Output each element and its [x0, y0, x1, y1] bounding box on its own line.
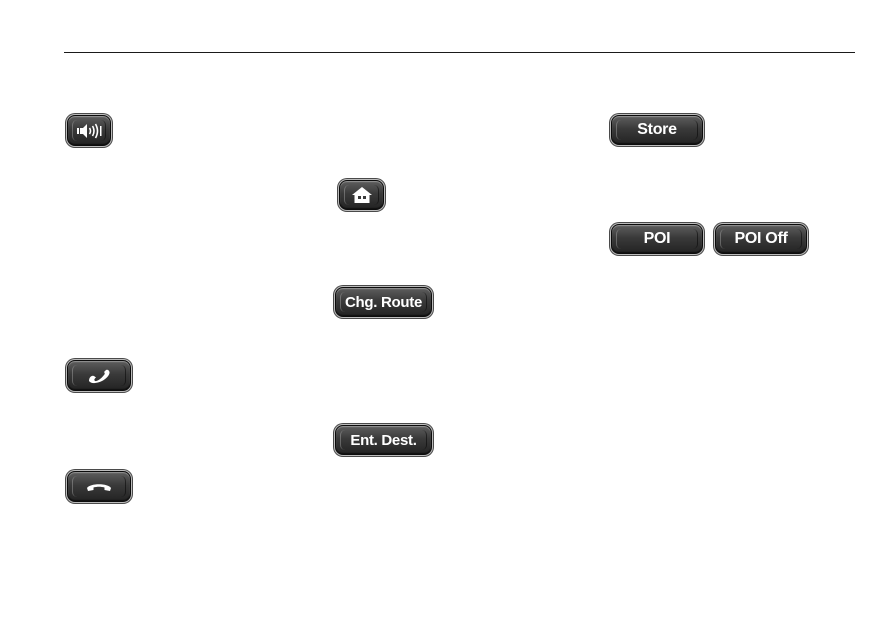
change-route-button[interactable]: Chg. Route — [335, 287, 432, 317]
poi-off-button[interactable]: POI Off — [715, 224, 807, 254]
enter-destination-button-label: Ent. Dest. — [350, 431, 417, 449]
home-icon — [351, 187, 372, 203]
phone-call-icon — [89, 369, 110, 383]
poi-off-button-label: POI Off — [734, 230, 788, 247]
home-button[interactable] — [339, 180, 384, 210]
poi-button[interactable]: POI — [611, 224, 703, 254]
speaker-volume-icon — [77, 123, 102, 138]
poi-button-label: POI — [643, 230, 671, 247]
call-button[interactable] — [67, 360, 131, 391]
hang-up-button[interactable] — [67, 471, 131, 502]
phone-hangup-icon — [87, 483, 111, 491]
enter-destination-button[interactable]: Ent. Dest. — [335, 425, 432, 455]
store-button[interactable]: Store — [611, 115, 703, 145]
store-button-label: Store — [637, 121, 677, 138]
header-rule — [64, 52, 855, 53]
speaker-volume-button[interactable] — [67, 115, 111, 146]
change-route-button-label: Chg. Route — [345, 293, 422, 311]
